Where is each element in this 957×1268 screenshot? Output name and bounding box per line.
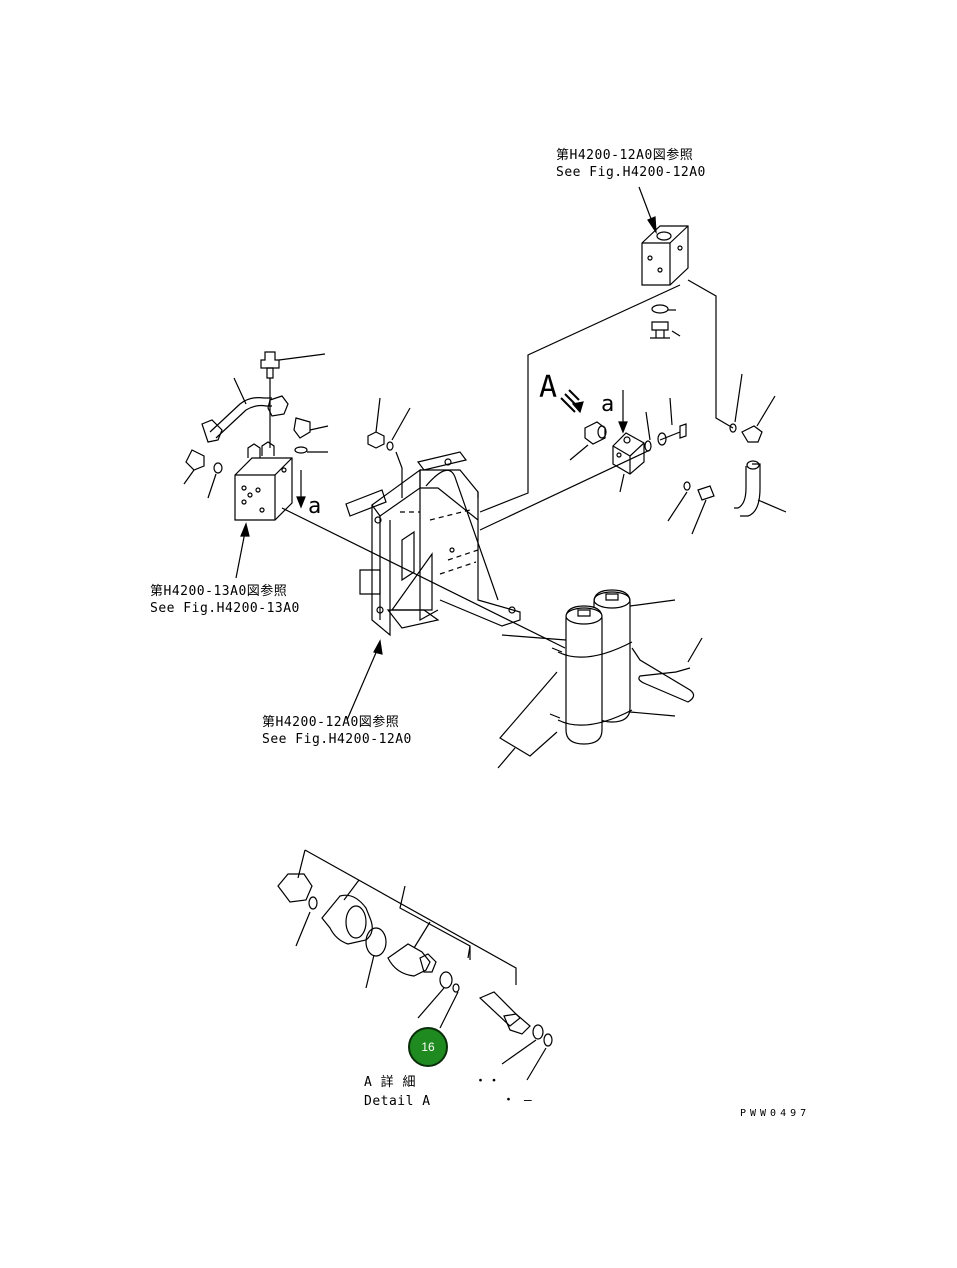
detail-dots: ・・ — [474, 1074, 502, 1089]
right-valve-block — [613, 390, 644, 492]
detail-title-en: Detail A — [364, 1094, 431, 1109]
small-check-valve — [570, 422, 606, 460]
left-hose — [202, 378, 328, 453]
drawing-code: PWW0497 — [740, 1108, 811, 1119]
ref-label-left-en: See Fig.H4200-13A0 — [150, 601, 300, 616]
detail-dash: ・ – — [502, 1093, 533, 1108]
dir-a-right-marker: a — [601, 392, 615, 417]
bracket-nut-washer — [368, 398, 410, 498]
ref-label-left-jp: 第H4200-13A0図参照 — [150, 584, 288, 599]
leader-left-block — [236, 532, 245, 578]
view-a-arrow — [561, 390, 583, 412]
ref-label-bottom-jp: 第H4200-12A0図参照 — [262, 715, 400, 730]
right-hose — [668, 374, 786, 534]
mounting-bracket — [346, 452, 520, 635]
top-oring-and-fitting — [650, 305, 680, 338]
ref-label-top-right-jp: 第H4200-12A0図参照 — [556, 148, 694, 163]
leader-bracket — [347, 648, 378, 720]
hotspot-label: 16 — [421, 1040, 435, 1054]
detail-a-assembly — [278, 850, 552, 1080]
accumulators — [498, 590, 702, 768]
detail-title-jp: A 詳 細 — [364, 1075, 416, 1090]
view-a-marker: A — [539, 370, 558, 405]
dir-a-left-marker: a — [308, 494, 322, 519]
bolt-and-washer — [480, 398, 686, 530]
ref-label-top-right-en: See Fig.H4200-12A0 — [556, 165, 706, 180]
top-right-valve-block — [642, 226, 688, 285]
part-hotspot-button[interactable]: 16 — [408, 1027, 448, 1067]
left-valve-block — [184, 442, 292, 520]
ref-label-bottom-en: See Fig.H4200-12A0 — [262, 732, 412, 747]
